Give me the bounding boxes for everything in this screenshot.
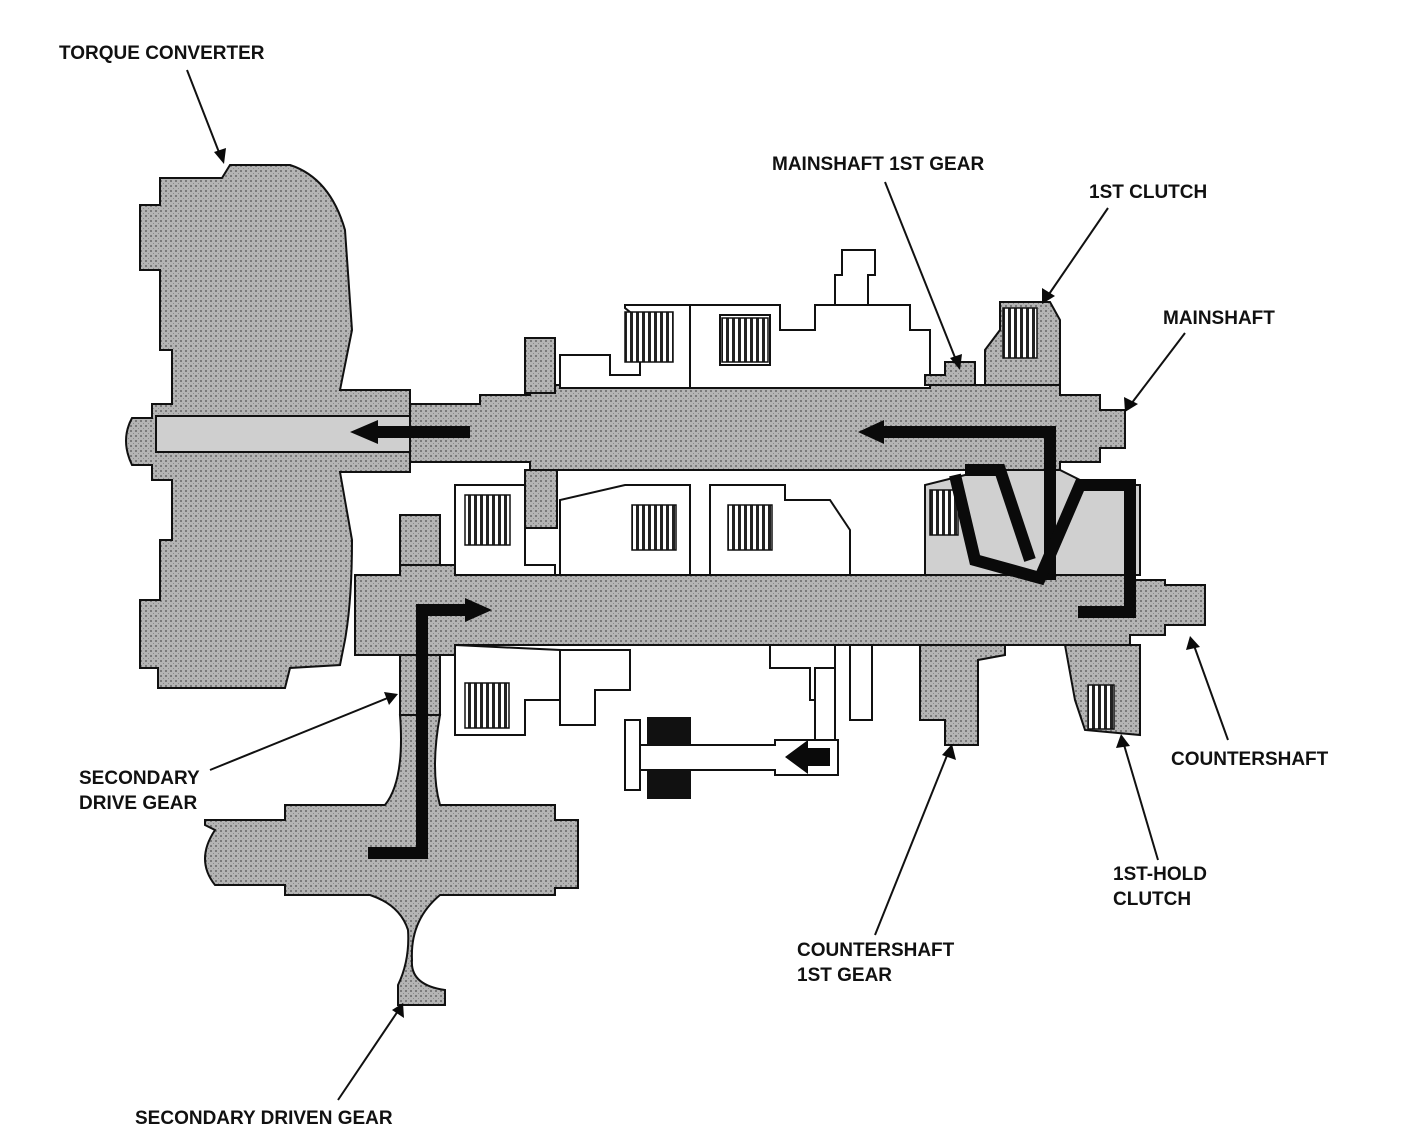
leader-countershaft bbox=[1191, 639, 1229, 741]
label-1st-hold-clutch-line2: CLUTCH bbox=[1113, 889, 1191, 910]
countershaft-assembly bbox=[354, 469, 1206, 746]
leader-torque-converter bbox=[186, 69, 223, 161]
label-mainshaft-1st-gear: MAINSHAFT 1ST GEAR bbox=[772, 154, 984, 175]
leader-mainshaft bbox=[1127, 332, 1186, 409]
label-countershaft: COUNTERSHAFT bbox=[1171, 749, 1329, 770]
leader-countershaft-1st-gear bbox=[874, 747, 951, 936]
servo-assembly bbox=[624, 667, 839, 799]
label-1st-clutch: 1ST CLUTCH bbox=[1089, 182, 1207, 203]
leader-1st-hold-clutch bbox=[1121, 737, 1159, 861]
label-secondary-driven-gear: SECONDARY DRIVEN GEAR bbox=[135, 1108, 393, 1129]
label-torque-converter: TORQUE CONVERTER bbox=[59, 43, 265, 64]
label-countershaft-1st-gear-line2: 1ST GEAR bbox=[797, 965, 892, 986]
leader-mainshaft-1st-gear bbox=[884, 181, 959, 366]
label-mainshaft: MAINSHAFT bbox=[1163, 308, 1275, 329]
mainshaft-assembly bbox=[409, 249, 1126, 471]
leader-lines bbox=[186, 69, 1229, 1101]
leader-1st-clutch bbox=[1044, 207, 1109, 301]
power-flow-path bbox=[350, 420, 1136, 859]
label-secondary-drive-gear-line1: SECONDARY bbox=[79, 768, 200, 789]
label-countershaft-1st-gear-line1: COUNTERSHAFT bbox=[797, 940, 955, 961]
leader-secondary-driven-gear bbox=[337, 1007, 401, 1101]
label-secondary-drive-gear-line2: DRIVE GEAR bbox=[79, 793, 198, 814]
leader-secondary-drive-gear bbox=[209, 694, 396, 771]
secondary-driven-gear bbox=[204, 714, 579, 1006]
label-1st-hold-clutch-line1: 1ST-HOLD bbox=[1113, 864, 1207, 885]
